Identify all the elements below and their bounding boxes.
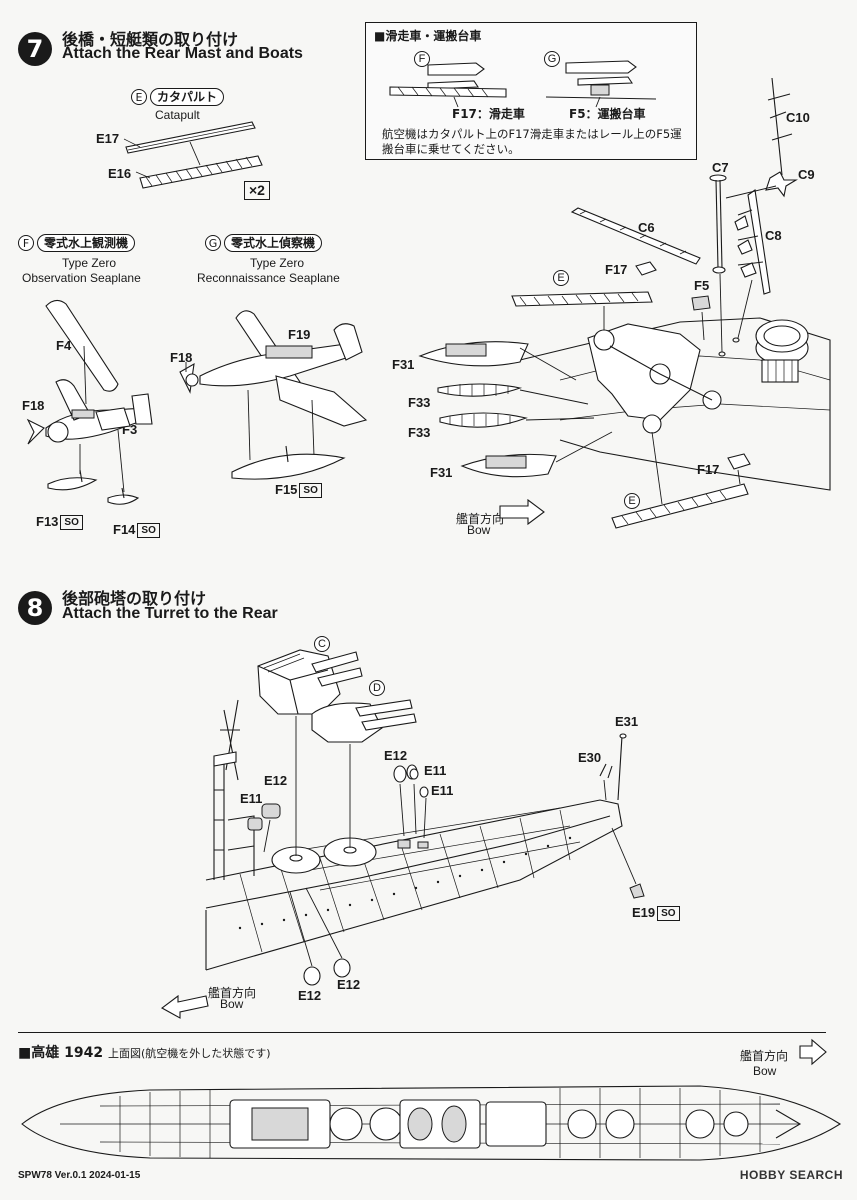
part-f3: F3 bbox=[122, 422, 138, 437]
part-letter-e-top: E bbox=[553, 270, 569, 286]
part-f17-bottom: F17 bbox=[697, 462, 720, 477]
part-e17: E17 bbox=[96, 131, 120, 146]
seaplane-g-name-en1: Type Zero bbox=[250, 256, 305, 270]
plan-title-text: ■高雄 1942 bbox=[18, 1045, 104, 1061]
part-c8: C8 bbox=[765, 228, 782, 243]
part-f19: F19 bbox=[288, 327, 311, 342]
part-f17-top: F17 bbox=[605, 262, 628, 277]
note-box: ■滑走車・運搬台車 F G F17：滑走車 F5：運搬台車 航空機はカタパルト上… bbox=[365, 22, 697, 160]
part-f31-top: F31 bbox=[392, 357, 415, 372]
seaplane-f-name-en1: Type Zero bbox=[62, 256, 117, 270]
so-badge-f15: SO bbox=[299, 483, 322, 499]
part-e31: E31 bbox=[615, 714, 639, 729]
part-f31-bottom: F31 bbox=[430, 465, 453, 480]
seaplane-g-label: G 零式水上偵察機 bbox=[205, 234, 323, 252]
part-c6: C6 bbox=[638, 220, 655, 235]
note-title: ■滑走車・運搬台車 bbox=[374, 29, 482, 43]
part-f14-text: F14 bbox=[113, 522, 136, 537]
seaplane-f-letter: F bbox=[18, 235, 34, 251]
note-illustrations bbox=[389, 60, 657, 108]
part-f33-b: F33 bbox=[408, 425, 431, 440]
part-f33-a: F33 bbox=[408, 395, 431, 410]
step-7-title-jp: 後橋・短艇類の取り付け bbox=[62, 30, 239, 49]
step-8-title-en: Attach the Turret to the Rear bbox=[62, 605, 278, 622]
part-e11-mid-b: E11 bbox=[431, 783, 454, 798]
bow-direction-jp-1: 艦首方向 bbox=[456, 512, 505, 526]
note-letter-f: F bbox=[414, 51, 430, 67]
part-f15-text: F15 bbox=[275, 482, 298, 497]
part-f13-text: F13 bbox=[36, 514, 59, 529]
bow-direction-en-3: Bow bbox=[753, 1064, 777, 1078]
part-c7: C7 bbox=[712, 160, 729, 175]
catapult-name-jp: カタパルト bbox=[150, 88, 225, 106]
part-e19-text: E19 bbox=[632, 905, 656, 920]
part-e12-bottom-a: E12 bbox=[298, 988, 322, 1003]
seaplane-g-name-jp: 零式水上偵察機 bbox=[224, 234, 323, 252]
note-f17-label: F17：滑走車 bbox=[452, 107, 525, 121]
so-badge-f14: SO bbox=[137, 523, 160, 539]
part-f18-b: F18 bbox=[170, 350, 193, 365]
note-letter-g: G bbox=[544, 51, 560, 67]
plan-title: ■高雄 1942 上面図(航空機を外した状態です) bbox=[18, 1042, 271, 1062]
step-8-number: 8 bbox=[18, 591, 52, 625]
part-e12-left: E12 bbox=[264, 773, 288, 788]
step-7-number: 7 bbox=[18, 32, 52, 66]
quantity-x2: ×2 bbox=[244, 181, 270, 200]
step-7-title-en: Attach the Rear Mast and Boats bbox=[62, 45, 303, 62]
bow-direction-jp-2: 艦首方向 bbox=[208, 986, 257, 1000]
part-letter-e-bottom: E bbox=[624, 493, 640, 509]
part-e11-left: E11 bbox=[240, 791, 263, 806]
bow-direction-en-1: Bow bbox=[467, 523, 491, 537]
part-e12-bottom-b: E12 bbox=[337, 977, 361, 992]
so-badge-f13: SO bbox=[60, 515, 83, 531]
part-c10: C10 bbox=[786, 110, 810, 125]
part-f18-a: F18 bbox=[22, 398, 45, 413]
section-divider bbox=[18, 1032, 826, 1033]
part-e30: E30 bbox=[578, 750, 602, 765]
part-e12-mid: E12 bbox=[384, 748, 408, 763]
part-f5: F5 bbox=[694, 278, 710, 293]
bow-direction-en-2: Bow bbox=[220, 997, 244, 1011]
turret-letter-d: D bbox=[369, 680, 385, 696]
note-text: 航空機はカタパルト上のF17滑走車またはレール上のF5運搬台車に乗せてください。 bbox=[382, 127, 682, 156]
turret-letter-c: C bbox=[314, 636, 330, 652]
step-8-title-jp: 後部砲塔の取り付け bbox=[62, 589, 207, 608]
so-badge-e19: SO bbox=[657, 906, 680, 922]
part-c9: C9 bbox=[798, 167, 815, 182]
seaplane-f-name-jp: 零式水上観測機 bbox=[37, 234, 136, 252]
part-e11-mid-a: E11 bbox=[424, 763, 447, 778]
plan-subtitle: 上面図(航空機を外した状態です) bbox=[107, 1047, 271, 1060]
footer-version: SPW78 Ver.0.1 2024-01-15 bbox=[18, 1170, 141, 1181]
catapult-label: E カタパルト bbox=[131, 88, 225, 106]
note-f5-label: F5：運搬台車 bbox=[569, 107, 646, 121]
seaplane-f-name-en2: Observation Seaplane bbox=[22, 271, 141, 285]
part-e16: E16 bbox=[108, 166, 132, 181]
catapult-name-en: Catapult bbox=[155, 108, 200, 122]
part-letter-e: E bbox=[131, 89, 147, 105]
part-f4: F4 bbox=[56, 338, 72, 353]
seaplane-g-letter: G bbox=[205, 235, 221, 251]
bow-direction-jp-3: 艦首方向 bbox=[740, 1049, 789, 1063]
seaplane-g-name-en2: Reconnaissance Seaplane bbox=[197, 271, 340, 285]
watermark: HOBBY SEARCH bbox=[739, 1168, 843, 1182]
seaplane-f-label: F 零式水上観測機 bbox=[18, 234, 136, 252]
